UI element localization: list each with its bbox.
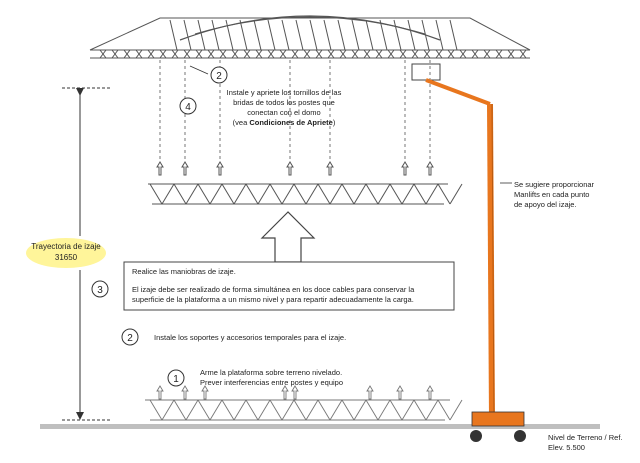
step-4-line2: bridas de todos los postes que <box>233 98 335 107</box>
step-2-text: Instale los soportes y accesorios tempor… <box>154 333 346 342</box>
ground-note-line1: Nivel de Terreno / Ref. <box>548 433 622 442</box>
trajectory-highlight <box>26 238 106 268</box>
step-4-line1: Instale y apriete los tornillos de las <box>227 88 342 97</box>
lift-note-line3: de apoyo del izaje. <box>514 200 577 209</box>
lift-direction-arrow <box>260 211 316 263</box>
step-4-badge <box>179 97 197 115</box>
step-3-number: 3 <box>97 285 103 296</box>
step-3-title: Realice las maniobras de izaje. <box>132 267 236 276</box>
manlift <box>411 63 526 442</box>
manlift-basket <box>411 63 441 81</box>
raised-platform <box>148 161 463 205</box>
step-4-number: 4 <box>185 102 191 113</box>
step-4-line3: conectan con el domo <box>247 108 320 117</box>
lift-note-line1: Se sugiere proporcionar <box>514 180 595 189</box>
step-1-badge <box>167 369 185 387</box>
trajectory-label: Trayectoria de izaje <box>31 242 101 251</box>
step-3-badge <box>91 280 109 298</box>
step-3-line2: superficie de la plataforma a un mismo n… <box>132 295 414 304</box>
trajectory-value: 31650 <box>55 253 78 262</box>
lift-note-line2: Manlifts en cada punto <box>514 190 589 199</box>
dome-roof <box>89 15 531 59</box>
manlift-wheel <box>514 430 526 442</box>
ground-line <box>40 424 600 429</box>
step-2-badge <box>121 328 139 346</box>
step-1-line2: Prever interferencias entre postes y equ… <box>200 378 343 387</box>
ground-platform <box>145 385 463 421</box>
step-3-box <box>123 261 455 311</box>
step-1-line1: Arme la plataforma sobre terreno nivelad… <box>200 368 342 377</box>
step-1-number: 1 <box>173 374 179 385</box>
ground-note-line2: Elev. 5.500 <box>548 443 585 452</box>
step-3-line1: El izaje debe ser realizado de forma sim… <box>132 285 415 294</box>
step-2-number: 2 <box>127 333 133 344</box>
trajectory-dimension <box>62 87 110 421</box>
manlift-base <box>471 411 525 427</box>
step-4-line4: (vea Condiciones de Apriete) <box>233 118 336 127</box>
step-2b-number: 2 <box>216 71 222 82</box>
manlift-wheel <box>470 430 482 442</box>
step-2b-badge <box>210 66 228 84</box>
